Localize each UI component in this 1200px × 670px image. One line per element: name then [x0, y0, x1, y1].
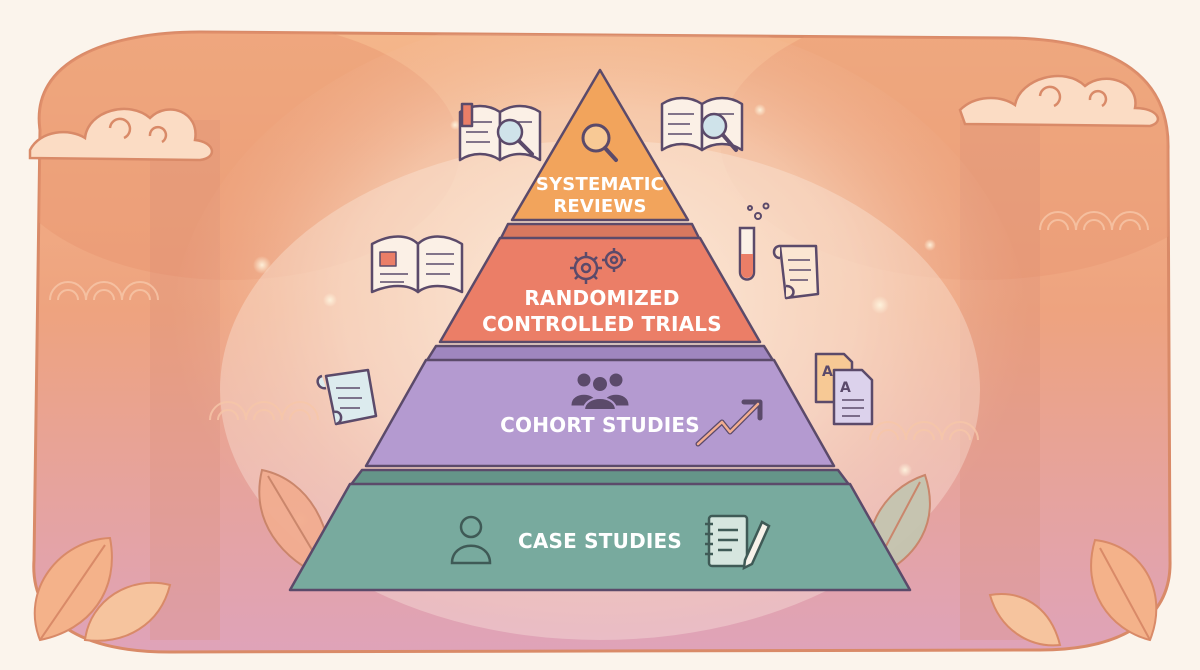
- scroll-icon: [316, 368, 378, 426]
- cloud-icon: [28, 107, 213, 162]
- cloud-icon: [958, 74, 1160, 128]
- pyramid-level-randomized-controlled-trials: [438, 222, 762, 344]
- leaf-icon: [33, 536, 172, 642]
- user-icon: [450, 515, 492, 565]
- magnifier-icon: [581, 123, 618, 162]
- level-label-line: REVIEWS: [553, 196, 646, 217]
- leaf-icon: [988, 538, 1158, 647]
- people-group-icon: [571, 373, 629, 411]
- documents-icon: A A: [814, 352, 874, 426]
- level-label-line: CONTROLLED TRIALS: [482, 312, 722, 336]
- open-book-magnifier-icon: [660, 96, 744, 152]
- pyramid-labels: SYSTEMATIC REVIEWS RANDOMIZED CONTROLLED…: [482, 174, 722, 553]
- svg-text:A: A: [822, 364, 833, 380]
- notebook-pen-icon: [705, 514, 771, 571]
- wave-pattern-right: [869, 211, 1149, 441]
- level-label-line: COHORT STUDIES: [500, 413, 700, 437]
- pyramid-level-case-studies: [288, 468, 912, 592]
- level-label-line: RANDOMIZED: [524, 286, 679, 310]
- svg-text:A: A: [840, 380, 851, 396]
- pyramid-level-cohort-studies: [364, 344, 836, 468]
- scroll-icon: [772, 244, 820, 300]
- trend-arrow-icon: [695, 399, 763, 447]
- level-label-line: SYSTEMATIC: [536, 174, 664, 195]
- test-tube-icon: [738, 202, 770, 281]
- wave-pattern-left: [49, 281, 319, 421]
- gears-icon: [570, 248, 626, 284]
- open-book-magnifier-icon: [458, 102, 542, 162]
- level-label-line: CASE STUDIES: [518, 529, 682, 553]
- evidence-pyramid: [288, 68, 912, 592]
- open-book-icon: [370, 235, 464, 294]
